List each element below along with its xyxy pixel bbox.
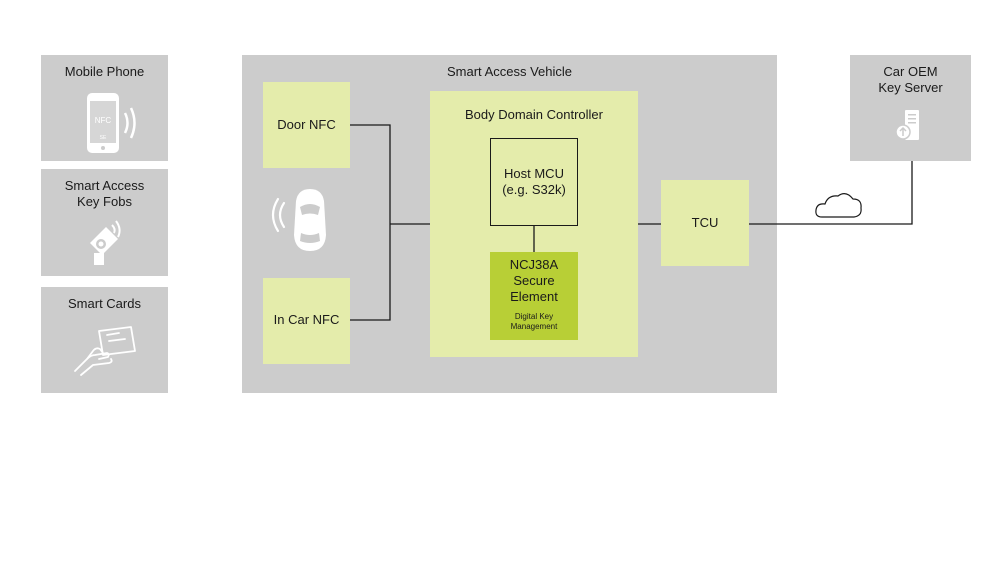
phone-nfc-text: NFC (95, 116, 112, 125)
secure-element-subtitle: Digital Key Management (510, 312, 558, 331)
smart-cards-box: Smart Cards (41, 287, 168, 393)
secure-element-title: NCJ38A Secure Element (509, 257, 559, 304)
vehicle-title: Smart Access Vehicle (447, 64, 572, 79)
key-server-box: Car OEM Key Server (850, 55, 971, 161)
key-fobs-box: Smart Access Key Fobs (41, 169, 168, 276)
door-nfc-label: Door NFC (277, 117, 336, 132)
mobile-phone-box: Mobile Phone NFC SE (41, 55, 168, 161)
host-mcu-label: Host MCU (e.g. S32k) (502, 166, 566, 197)
phone-se-text: SE (100, 135, 107, 141)
key-server-label: Car OEM Key Server (878, 64, 943, 95)
bdc-title: Body Domain Controller (464, 107, 603, 122)
mobile-phone-label: Mobile Phone (64, 64, 145, 79)
key-server-icon (895, 110, 919, 140)
secure-element-box: NCJ38A Secure Element Digital Key Manage… (490, 252, 578, 340)
mobile-phone-icon: NFC SE (87, 93, 136, 153)
in-car-nfc-label: In Car NFC (273, 312, 340, 327)
cloud-icon (815, 193, 862, 218)
door-nfc-box: Door NFC (263, 82, 350, 168)
smart-card-hand-icon (74, 326, 136, 376)
in-car-nfc-box: In Car NFC (263, 278, 350, 364)
smart-cards-label: Smart Cards (68, 296, 141, 311)
tcu-label: TCU (691, 215, 719, 230)
tcu-box: TCU (661, 180, 749, 266)
host-mcu-box: Host MCU (e.g. S32k) (490, 138, 578, 226)
car-nfc-icon (271, 189, 326, 251)
key-fobs-label: Smart Access Key Fobs (64, 178, 145, 209)
key-fob-icon (90, 220, 121, 265)
